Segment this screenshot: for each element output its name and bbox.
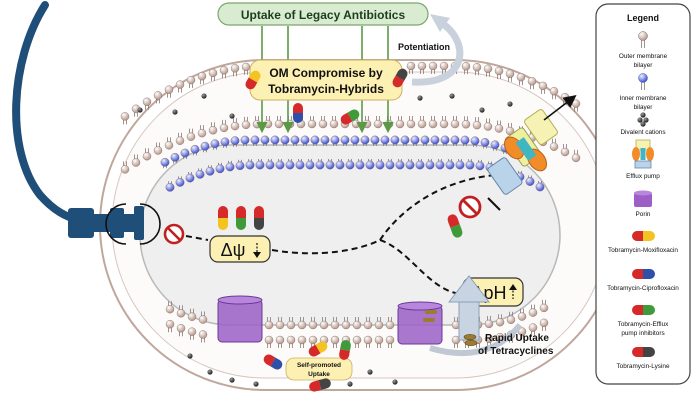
porin-left	[217, 295, 263, 343]
prohibition-icon-left	[163, 223, 185, 245]
legend-item-tobramycin-efflux-pump-inhibitors: Tobramycin-Efflux pump inhibitors	[618, 305, 669, 337]
legend-label: pump inhibitors	[621, 330, 664, 337]
om-compromise-line2: Tobramycin-Hybrids	[268, 82, 384, 96]
proton-motive-pathways	[185, 174, 497, 295]
om-compromise-line1: OM Compromise by	[269, 66, 383, 80]
capsule-tob-moxi-bottom	[308, 341, 328, 357]
potentiation-label: Potentiation	[398, 42, 450, 52]
legend-item-tobramycin-moxifloxacin: Tobramycin-Moxifloxacin	[608, 231, 678, 254]
capsule-tob-cipro-om	[293, 103, 303, 123]
legend-label: Tobramycin-Efflux	[618, 321, 669, 328]
legacy-antibiotics-box	[217, 2, 429, 26]
legacy-antibiotics-label: Uptake of Legacy Antibiotics	[241, 8, 406, 22]
legend-item-tobramycin-ciprofloxacin: Tobramycin-Ciprofloxacin	[607, 269, 679, 292]
rapid-uptake-line2: of Tetracyclines	[478, 346, 554, 357]
legend-label: Porin	[636, 211, 651, 218]
flagellum	[12, 1, 84, 224]
legend-item-tobramycin-lysine: Tobramycin-Lysine	[616, 347, 670, 370]
self-promoted-line2: Uptake	[308, 371, 330, 378]
legend-item-outer-membrane-bilayer: Outer membrane bilayer	[619, 31, 668, 69]
legend-label: Tobramycin-Ciprofloxacin	[607, 285, 679, 292]
capsule-tob-lys-om	[392, 68, 408, 88]
capsule-tob-epi-bottom	[339, 340, 351, 360]
prohibition-icon-efflux	[458, 195, 482, 219]
tetracycline-uptake-arrow	[447, 275, 491, 341]
self-promoted-box	[285, 357, 353, 381]
capsule-tob-moxi-om	[245, 70, 261, 90]
capsule-group-cytoplasm	[218, 206, 264, 230]
membrane-potential-label: Δψ	[221, 240, 246, 260]
capsule-tob-epi-om	[340, 109, 360, 125]
capsule-tob-epi-cytoplasm	[447, 214, 463, 238]
membrane-potential-box	[209, 235, 271, 263]
self-promoted-line1: Self-promoted	[297, 362, 341, 369]
legend-label: Divalent cations	[620, 129, 665, 136]
legend-item-divalent-cations: Divalent cations	[620, 112, 666, 136]
legend-label: bilayer	[634, 104, 654, 111]
rapid-uptake-line1: Rapid Uptake	[485, 333, 549, 344]
tetracycline-molecules	[463, 334, 478, 346]
potentiation-arrow	[411, 19, 464, 86]
legend-label: Inner membrane	[620, 95, 667, 102]
legend-item-inner-membrane-bilayer: Inner membrane bilayer	[620, 73, 667, 111]
capsule-tob-cipro-bottom	[263, 354, 283, 370]
efflux-pump	[487, 95, 577, 211]
legend-label: bilayer	[634, 62, 654, 69]
membrane-potential-arrow-icon	[253, 243, 261, 258]
legend-title: Legend	[627, 13, 659, 23]
legend-label: Efflux pump	[626, 173, 660, 180]
ph-gradient-arrow-icon	[509, 284, 517, 299]
potentiation-arrow-head	[430, 14, 450, 32]
legend-item-efflux-pump: Efflux pump	[626, 139, 660, 180]
capsule-tob-lys-bottom	[309, 378, 331, 392]
legend-label: Tobramycin-Lysine	[616, 363, 669, 370]
legend-label: Tobramycin-Moxifloxacin	[608, 247, 678, 254]
porin-right	[397, 301, 443, 345]
tetracycline-curve-arrow	[429, 323, 523, 357]
legend-label: Outer membrane	[619, 53, 668, 60]
legend-item-porin: Porin	[634, 190, 652, 218]
divalent-cations	[137, 93, 548, 387]
flagellar-motor	[68, 203, 161, 245]
